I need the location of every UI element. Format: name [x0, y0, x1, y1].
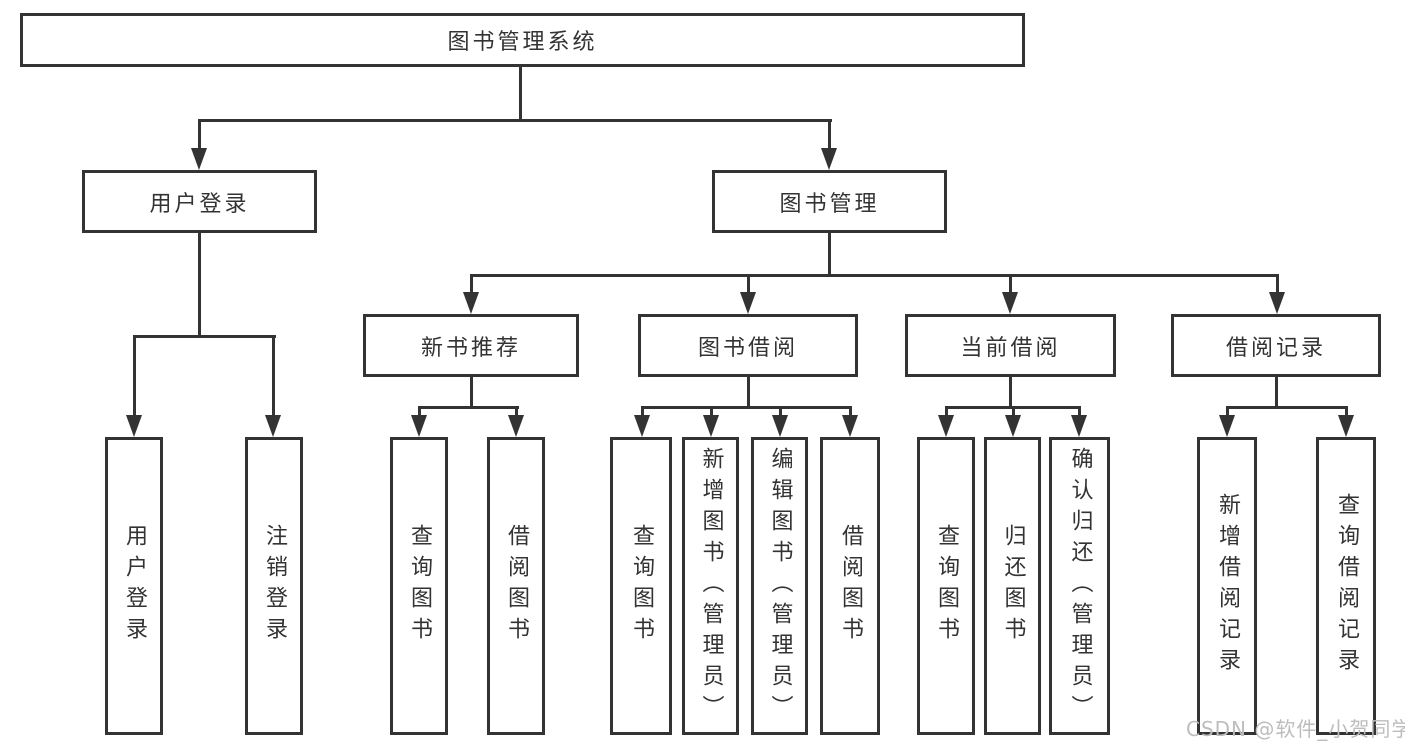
leaf-record-query-borrow-record: 查询借阅记录 — [1316, 437, 1376, 735]
node-library-management-system: 图书管理系统 — [20, 13, 1025, 67]
arrow-down — [1071, 415, 1087, 437]
arrow-down — [508, 415, 524, 437]
arrow-down — [1005, 415, 1021, 437]
connector-book-borrow-hbar — [641, 406, 852, 409]
leaf-label: 新增借阅记录 — [1215, 493, 1240, 679]
leaf-label: 归还图书 — [1000, 524, 1026, 648]
leaf-label: 借阅图书 — [838, 524, 863, 648]
arrow-down — [1219, 415, 1235, 437]
connector-shaft — [1345, 406, 1348, 418]
connector-user-login-stem — [198, 233, 201, 337]
arrow-down — [938, 415, 954, 437]
leaf-label: 新增图书（管理员） — [698, 446, 724, 726]
leaf-current-confirm-return-admin: 确认归还（管理员） — [1049, 437, 1110, 735]
connector-shaft — [133, 335, 136, 417]
arrow-down — [126, 415, 142, 437]
node-new-book-recommend: 新书推荐 — [363, 314, 579, 377]
leaf-label: 确认归还（管理员） — [1067, 446, 1093, 726]
leaf-borrow-edit-book-admin: 编辑图书（管理员） — [751, 437, 808, 735]
leaf-label: 查询图书 — [934, 524, 959, 648]
connector-shaft — [747, 274, 750, 294]
connector-shaft — [1012, 406, 1015, 418]
leaf-current-return-book: 归还图书 — [984, 437, 1041, 735]
csdn-watermark: CSDN @软件_小贺同学 — [1186, 717, 1405, 741]
leaf-label: 查询图书 — [407, 524, 432, 648]
connector-new-book-hbar — [418, 406, 519, 409]
arrow-down — [634, 415, 650, 437]
arrow-down — [411, 415, 427, 437]
connector-new-book-stem — [470, 377, 473, 408]
arrow-down — [1338, 415, 1354, 437]
connector-shaft — [828, 119, 831, 149]
connector-shaft — [641, 406, 644, 418]
connector-shaft — [849, 406, 852, 418]
connector-borrow-record-hbar — [1226, 406, 1347, 409]
connector-root-hbar — [198, 119, 832, 122]
connector-root-stem — [519, 67, 522, 120]
connector-book-borrow-stem — [747, 377, 750, 408]
leaf-borrow-borrow-book: 借阅图书 — [820, 437, 880, 735]
leaf-record-add-borrow-record: 新增借阅记录 — [1197, 437, 1257, 735]
leaf-recommend-borrow-book: 借阅图书 — [487, 437, 545, 735]
arrow-down — [191, 148, 207, 170]
connector-shaft — [198, 119, 201, 149]
connector-book-management-stem — [828, 233, 831, 276]
connector-shaft — [272, 335, 275, 417]
connector-shaft — [945, 406, 948, 418]
connector-shaft — [1276, 274, 1279, 294]
arrow-down — [842, 415, 858, 437]
leaf-label: 编辑图书（管理员） — [767, 446, 793, 726]
connector-shaft — [1078, 406, 1081, 418]
leaf-label: 查询借阅记录 — [1334, 493, 1359, 679]
arrow-down — [265, 415, 281, 437]
arrow-down — [463, 292, 479, 314]
leaf-logout-login: 注销登录 — [245, 437, 303, 735]
arrow-down — [1269, 292, 1285, 314]
node-book-management: 图书管理 — [712, 170, 947, 233]
arrow-down — [821, 148, 837, 170]
leaf-current-query-book: 查询图书 — [917, 437, 975, 735]
connector-shaft — [418, 406, 421, 418]
arrow-down — [772, 415, 788, 437]
node-borrow-record: 借阅记录 — [1171, 314, 1381, 377]
leaf-label: 用户登录 — [122, 524, 147, 648]
connector-shaft — [779, 406, 782, 418]
leaf-recommend-query-book: 查询图书 — [390, 437, 448, 735]
leaf-label: 注销登录 — [262, 524, 287, 648]
connector-current-borrow-stem — [1009, 377, 1012, 408]
arrow-down — [1002, 292, 1018, 314]
connector-book-management-hbar — [470, 274, 1279, 277]
leaf-label: 借阅图书 — [504, 524, 529, 648]
connector-borrow-record-stem — [1275, 377, 1278, 408]
connector-shaft — [1009, 274, 1012, 294]
leaf-label: 查询图书 — [629, 524, 654, 648]
arrow-down — [703, 415, 719, 437]
node-book-borrow: 图书借阅 — [638, 314, 858, 377]
leaf-borrow-add-book-admin: 新增图书（管理员） — [682, 437, 739, 735]
connector-shaft — [710, 406, 713, 418]
connector-shaft — [470, 274, 473, 294]
leaf-borrow-query-book: 查询图书 — [610, 437, 672, 735]
connector-user-login-hbar — [133, 335, 276, 338]
leaf-user-login: 用户登录 — [105, 437, 163, 735]
node-current-borrow: 当前借阅 — [905, 314, 1116, 377]
node-user-login: 用户登录 — [82, 170, 317, 233]
arrow-down — [740, 292, 756, 314]
connector-shaft — [515, 406, 518, 418]
connector-shaft — [1226, 406, 1229, 418]
